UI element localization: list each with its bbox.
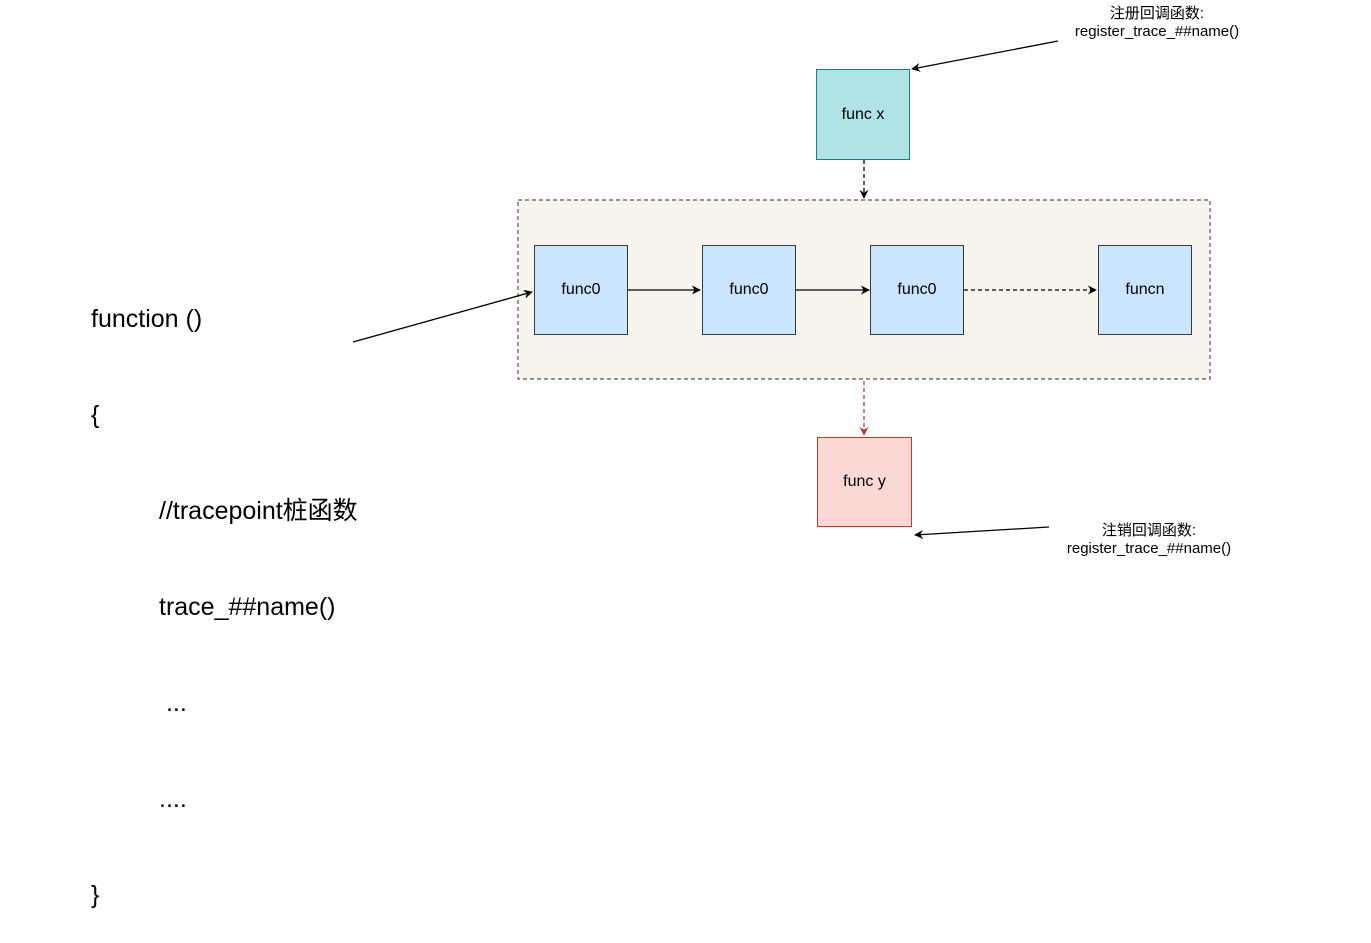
node-func0-b: func0: [702, 245, 796, 335]
edge-unregister-note-to-func-y: [914, 526, 1050, 540]
edge-register-note-to-func-x: [911, 40, 1059, 72]
node-func-y: func y: [817, 437, 912, 527]
code-line-comment: //tracepoint桩函数: [159, 497, 358, 525]
node-func-x: func x: [816, 69, 910, 160]
code-line-signature: function (): [91, 305, 203, 333]
diagram-canvas: [352, 40, 1211, 540]
code-snippet: function () { //tracepoint桩函数 trace_##na…: [91, 239, 358, 943]
unregister-callback-note: 注销回调函数: register_trace_##name(): [1038, 522, 1260, 558]
code-line-trace-call: trace_##name(): [159, 593, 336, 621]
node-funcn: funcn: [1098, 245, 1192, 335]
code-line-close-brace: }: [91, 881, 100, 909]
code-line-ellipsis-2: ....: [159, 785, 187, 813]
register-note-call: register_trace_##name(): [1074, 23, 1240, 40]
code-line-ellipsis-1: ...: [159, 689, 187, 717]
register-note-title: 注册回调函数:: [1109, 5, 1205, 22]
node-func0-c: func0: [870, 245, 964, 335]
code-line-open-brace: {: [91, 401, 100, 429]
unregister-note-title: 注销回调函数:: [1101, 522, 1197, 539]
register-callback-note: 注册回调函数: register_trace_##name(): [1046, 5, 1268, 41]
edge-trace-call-to-chain: [352, 289, 533, 343]
unregister-note-call: register_trace_##name(): [1066, 540, 1232, 557]
node-func0-a: func0: [534, 245, 628, 335]
